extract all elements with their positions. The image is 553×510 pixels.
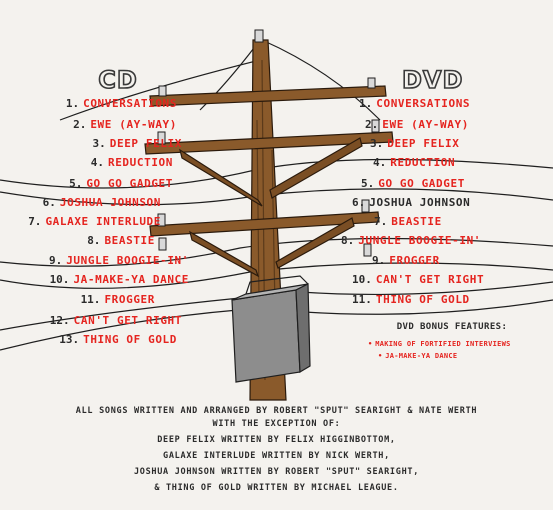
track-title: CONVERSATIONS <box>376 97 471 110</box>
cd-track: 12.CAN'T GET RIGHT <box>50 313 182 329</box>
credits-line: DEEP FELIX WRITTEN BY FELIX HIGGINBOTTOM… <box>157 435 396 445</box>
cd-heading: CD <box>97 65 138 95</box>
track-number: 7. <box>374 215 388 228</box>
cd-track: 7.GALAXE INTERLUDE <box>28 214 161 230</box>
track-number: 13. <box>59 333 80 346</box>
credits-line: & THING OF GOLD WRITTEN BY MICHAEL LEAGU… <box>154 483 399 493</box>
dvd-track: 8.JUNGLE BOOGIE-IN' <box>341 233 481 249</box>
dvd-track: 1.CONVERSATIONS <box>359 96 470 112</box>
dvd-heading: DVD <box>401 65 464 95</box>
track-number: 1. <box>65 97 80 110</box>
bonus-item: •JA-MAKE-YA DANCE <box>378 352 457 360</box>
track-number: 4. <box>90 156 104 169</box>
dvd-bonus-heading: DVD BONUS FEATURES: <box>396 322 508 332</box>
track-number: 11. <box>80 293 101 306</box>
track-number: 6. <box>352 196 366 209</box>
track-title: DEEP FELIX <box>387 137 460 150</box>
bonus-item-label: MAKING OF FORTIFIED INTERVIEWS <box>375 340 511 348</box>
track-number: 3. <box>370 137 384 150</box>
credits-line: ALL SONGS WRITTEN AND ARRANGED BY ROBERT… <box>75 406 478 416</box>
credits-line: GALAXE INTERLUDE WRITTEN BY NICK WERTH, <box>163 451 390 461</box>
track-number: 11. <box>352 293 372 306</box>
dvd-track: 7.BEASTIE <box>374 214 442 230</box>
track-title: THING OF GOLD <box>375 293 470 306</box>
dvd-track: 6.JOSHUA JOHNSON <box>352 195 470 211</box>
track-title: JOSHUA JOHNSON <box>369 196 471 209</box>
track-number: 7. <box>28 215 42 228</box>
track-number: 9. <box>48 254 63 267</box>
track-number: 8. <box>341 234 355 247</box>
track-number: 2. <box>365 118 379 131</box>
track-title: JUNGLE BOOGIE-IN' <box>358 234 482 247</box>
track-title: CONVERSATIONS <box>83 97 177 110</box>
track-title: FROGGER <box>104 293 155 306</box>
dvd-track: 11.THING OF GOLD <box>352 292 470 308</box>
insulators <box>157 29 380 257</box>
track-title: JUNGLE BOOGIE-IN' <box>66 254 189 267</box>
track-title: GO GO GADGET <box>86 177 173 190</box>
track-number: 10. <box>49 273 70 286</box>
track-title: CAN'T GET RIGHT <box>73 314 182 327</box>
power-lines <box>0 39 553 351</box>
cd-track: 3.DEEP FELIX <box>93 136 182 152</box>
cd-track: 13.THING OF GOLD <box>59 332 177 348</box>
cd-track: 11.FROGGER <box>81 292 155 308</box>
credits-line: JOSHUA JOHNSON WRITTEN BY ROBERT "SPUT" … <box>133 467 420 477</box>
track-title: FROGGER <box>389 254 440 267</box>
track-title: REDUCTION <box>390 156 456 169</box>
track-title: REDUCTION <box>107 156 173 169</box>
cd-track: 1.CONVERSATIONS <box>66 96 177 112</box>
dvd-track: 2.EWE (AY-WAY) <box>365 117 469 133</box>
track-number: 9. <box>372 254 386 267</box>
track-title: JOSHUA JOHNSON <box>59 196 161 209</box>
track-number: 2. <box>73 118 87 131</box>
cd-track: 2.EWE (AY-WAY) <box>73 117 177 133</box>
dvd-track: 9.FROGGER <box>372 253 440 269</box>
track-title: BEASTIE <box>391 215 442 228</box>
cd-track: 8.BEASTIE <box>87 233 155 249</box>
bullet-icon: • <box>368 340 373 348</box>
track-title: DEEP FELIX <box>109 137 182 150</box>
cd-track: 5.GO GO GADGET <box>69 176 173 192</box>
track-number: 6. <box>42 196 56 209</box>
track-number: 10. <box>352 273 372 286</box>
dvd-track: 3.DEEP FELIX <box>370 136 459 152</box>
track-title: THING OF GOLD <box>83 333 177 346</box>
bullet-icon: • <box>378 352 383 360</box>
bonus-item: •MAKING OF FORTIFIED INTERVIEWS <box>368 340 511 348</box>
bonus-item-label: JA-MAKE-YA DANCE <box>385 352 458 360</box>
track-number: 1. <box>359 97 373 110</box>
track-number: 4. <box>373 156 387 169</box>
dvd-track: 4.REDUCTION <box>373 155 455 171</box>
dvd-track: 10.CAN'T GET RIGHT <box>352 272 484 288</box>
track-title: EWE (AY-WAY) <box>90 118 177 131</box>
credits-line: WITH THE EXCEPTION OF: <box>212 419 341 429</box>
track-number: 3. <box>92 137 106 150</box>
track-title: EWE (AY-WAY) <box>382 118 469 131</box>
track-title: BEASTIE <box>104 234 155 247</box>
cd-track: 6.JOSHUA JOHNSON <box>43 195 161 211</box>
dvd-track: 5.GO GO GADGET <box>361 176 465 192</box>
track-title: GALAXE INTERLUDE <box>45 215 161 228</box>
cd-track: 10.JA-MAKE-YA DANCE <box>50 272 189 288</box>
cd-track: 4.REDUCTION <box>91 155 173 171</box>
cd-track: 9.JUNGLE BOOGIE-IN' <box>49 253 189 269</box>
transformer-box <box>231 275 311 383</box>
track-number: 5. <box>69 177 83 190</box>
track-title: GO GO GADGET <box>378 177 465 190</box>
track-title: JA-MAKE-YA DANCE <box>73 273 189 286</box>
track-number: 8. <box>87 234 101 247</box>
track-title: CAN'T GET RIGHT <box>375 273 485 286</box>
track-number: 5. <box>361 177 375 190</box>
track-number: 12. <box>49 314 70 327</box>
